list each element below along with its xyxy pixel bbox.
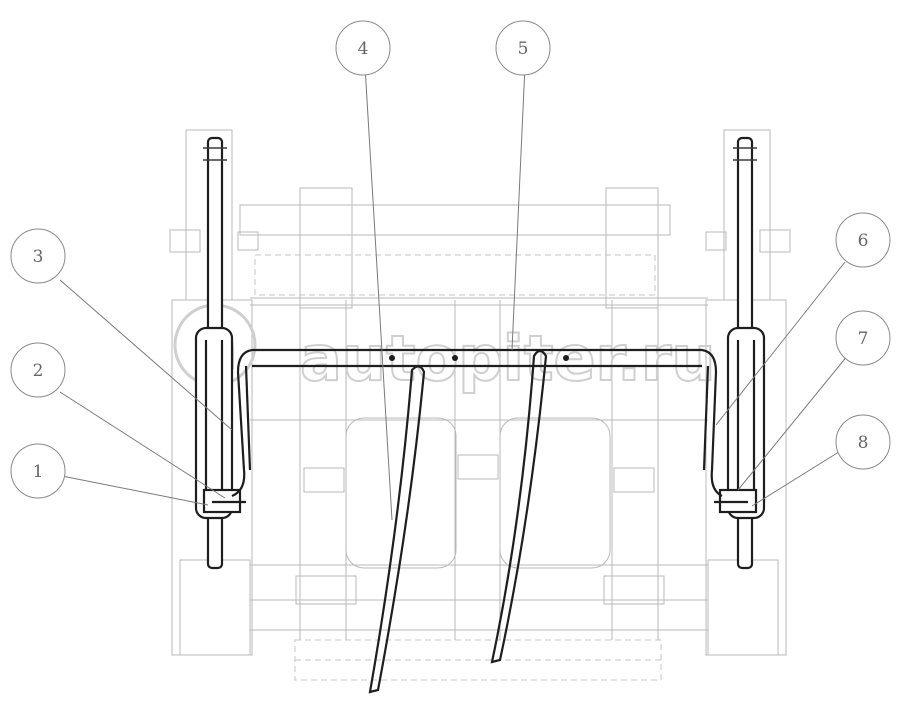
watermark-text: autopiter.ru [300, 322, 716, 395]
callout-8: 8 [835, 414, 891, 470]
callout-3: 3 [10, 228, 66, 284]
callout-1: 1 [10, 443, 66, 499]
callout-3-label: 3 [33, 247, 44, 267]
callout-2: 2 [10, 342, 66, 398]
foreground-parts [194, 136, 766, 694]
callout-4: 4 [335, 20, 391, 76]
callout-1-label: 1 [33, 462, 44, 482]
callout-6-label: 6 [858, 231, 869, 251]
callout-4-label: 4 [358, 39, 369, 59]
leader-lines [59, 65, 849, 521]
callout-8-label: 8 [858, 433, 869, 453]
callout-5: 5 [495, 20, 551, 76]
callout-7: 7 [835, 310, 891, 366]
callout-7-label: 7 [858, 329, 869, 349]
callout-6: 6 [835, 212, 891, 268]
background-frame [169, 129, 791, 681]
callout-2-label: 2 [33, 361, 44, 381]
callout-5-label: 5 [518, 39, 529, 59]
